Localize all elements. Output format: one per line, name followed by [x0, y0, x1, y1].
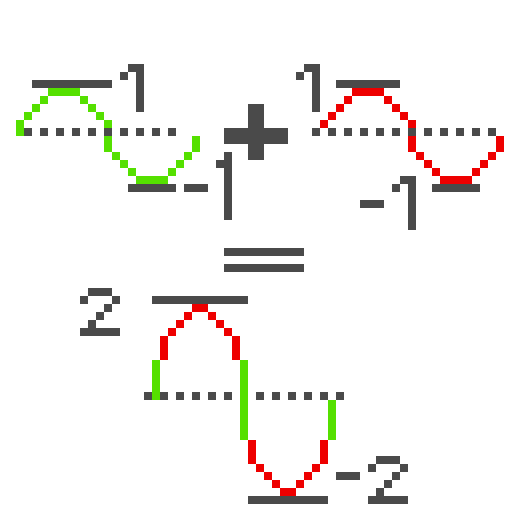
equals-sign [224, 248, 304, 272]
wave-1-max-label [120, 64, 144, 112]
sum-wave [80, 288, 408, 504]
wave-2-max-line [336, 80, 400, 88]
wave-1-max-line [32, 80, 112, 88]
wave-2-baseline [312, 128, 496, 136]
sum-min-line [248, 496, 328, 504]
plus-sign [224, 104, 288, 160]
wave-2-min-label [360, 176, 416, 230]
wave-2-min-line [432, 184, 480, 192]
wave-1-curve [16, 88, 200, 184]
wave-1 [16, 64, 232, 220]
wave-2 [296, 64, 504, 230]
wave-2-max-label [296, 64, 320, 112]
sum-max-line [152, 296, 248, 304]
sum-curve [152, 304, 336, 496]
wave-1-min-line [128, 184, 176, 192]
wave-1-baseline [24, 128, 176, 136]
wave-1-min-label [184, 152, 232, 220]
wave-2-curve [320, 88, 504, 184]
sum-min-label [336, 456, 408, 504]
sum-max-label [80, 288, 120, 336]
